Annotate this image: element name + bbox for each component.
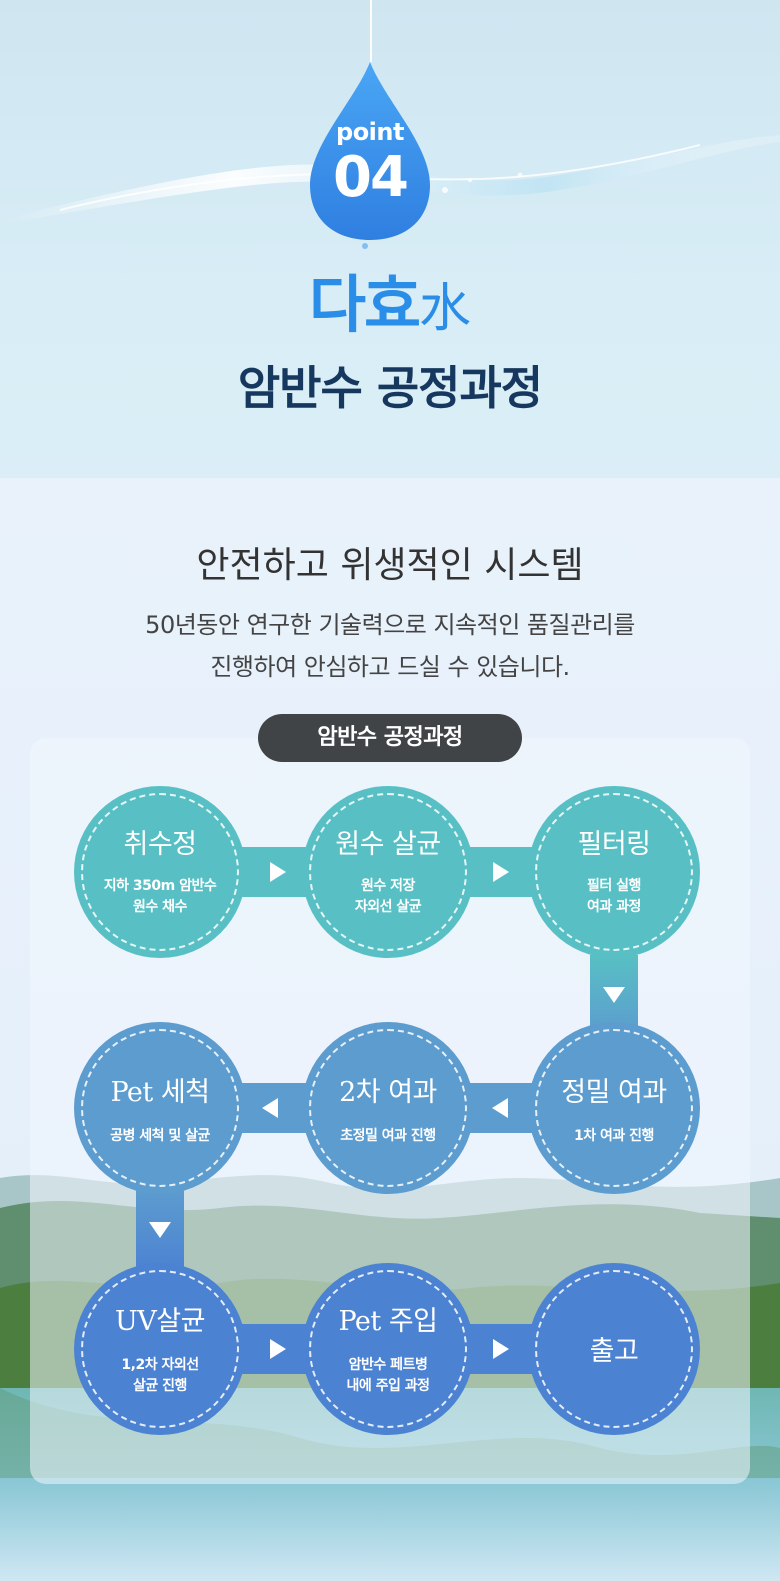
- step-circle-4: 정밀 여과 1차 여과 진행: [528, 1022, 700, 1194]
- system-description: 50년동안 연구한 기술력으로 지속적인 품질관리를 진행하여 안심하고 드실 …: [0, 604, 780, 688]
- arrow-down-icon: [603, 987, 625, 1003]
- step-title: 2차 여과: [339, 1077, 437, 1108]
- step-desc: 1차 여과 진행: [574, 1128, 654, 1144]
- step-title: Pet 주입: [338, 1306, 438, 1337]
- step-circle-1: 취수정 지하 350m 암반수 원수 채수: [74, 786, 246, 958]
- step-title: 출고: [589, 1336, 639, 1367]
- arrow-right-icon: [493, 1339, 509, 1359]
- step-desc: 1,2차 자외선: [121, 1357, 199, 1373]
- brand-bold: 다효: [308, 268, 421, 341]
- point-label: point: [336, 118, 404, 146]
- step-desc: 원수 채수: [133, 899, 187, 915]
- step-desc: 암반수 페트병: [348, 1357, 428, 1373]
- step-desc: 원수 저장: [361, 878, 415, 894]
- step-desc: 여과 과정: [587, 899, 641, 915]
- step-desc: 지하 350m 암반수: [103, 878, 217, 894]
- step-desc: 자외선 살균: [354, 899, 422, 915]
- arrow-left-icon: [262, 1098, 278, 1118]
- point-number: 04: [333, 145, 409, 210]
- step-title: UV살균: [115, 1306, 205, 1337]
- step-title: 정밀 여과: [561, 1077, 667, 1108]
- drop-thread: [370, 0, 372, 62]
- arrow-down-icon: [149, 1222, 171, 1238]
- step-title: 필터링: [577, 829, 651, 860]
- description-line-2: 진행하여 안심하고 드실 수 있습니다.: [210, 653, 570, 681]
- step-title: Pet 세척: [110, 1077, 210, 1108]
- description-line-1: 50년동안 연구한 기술력으로 지속적인 품질관리를: [145, 611, 635, 639]
- step-circle-9: 출고: [528, 1263, 700, 1435]
- step-desc: 공병 세척 및 살균: [110, 1128, 210, 1144]
- water-drop-icon: [310, 62, 430, 249]
- step-desc: 초정밀 여과 진행: [340, 1128, 436, 1144]
- step-desc: 필터 실행: [587, 878, 641, 894]
- step-desc: 내에 주입 과정: [346, 1378, 430, 1394]
- step-circle-2: 원수 살균 원수 저장 자외선 살균: [302, 786, 474, 958]
- arrow-left-icon: [492, 1098, 508, 1118]
- step-title: 취수정: [123, 829, 197, 860]
- step-circle-6: Pet 세척 공병 세척 및 살균: [74, 1022, 246, 1194]
- step-desc: 살균 진행: [133, 1378, 187, 1394]
- step-circle-3: 필터링 필터 실행 여과 과정: [528, 786, 700, 958]
- page-subtitle: 암반수 공정과정: [237, 361, 543, 415]
- brand-title: 다효水: [0, 270, 780, 356]
- step-circle-5: 2차 여과 초정밀 여과 진행: [302, 1022, 474, 1194]
- arrow-right-icon: [270, 862, 286, 882]
- arrow-right-icon: [270, 1339, 286, 1359]
- arrow-right-icon: [493, 862, 509, 882]
- system-title: 안전하고 위생적인 시스템: [196, 545, 584, 586]
- process-tag: 암반수 공정과정: [258, 714, 522, 762]
- step-title: 원수 살균: [335, 829, 441, 860]
- header-section: point 04 다효水 암반수 공정과정: [0, 0, 780, 480]
- step-circle-7: UV살균 1,2차 자외선 살균 진행: [74, 1263, 246, 1435]
- step-circle-8: Pet 주입 암반수 페트병 내에 주입 과정: [302, 1263, 474, 1435]
- brand-char: 水: [419, 279, 472, 339]
